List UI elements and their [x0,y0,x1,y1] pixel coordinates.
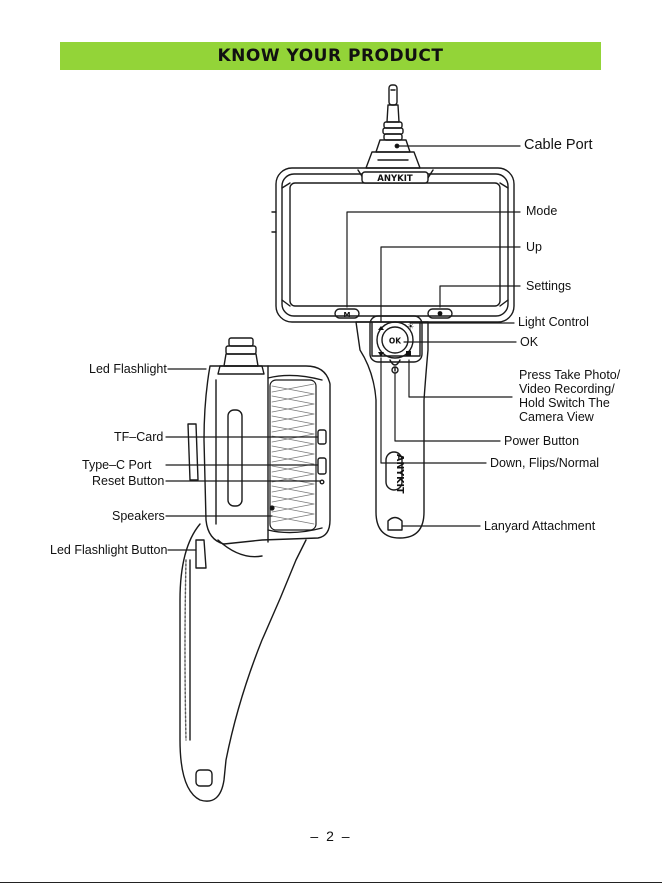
gear-icon [438,311,443,316]
label-lanyard: Lanyard Attachment [484,519,595,533]
label-up: Up [526,240,542,254]
label-cable-port: Cable Port [524,138,593,152]
front-handle [356,316,428,538]
label-ok: OK [520,335,538,349]
camera-icon [406,351,411,356]
label-power-button: Power Button [504,434,579,448]
side-connector [218,338,264,374]
handle-brand-logo: ANYKIT [394,454,405,494]
side-grip [180,524,306,801]
label-settings: Settings [526,279,571,293]
monitor-housing [272,168,514,322]
ok-key-label: OK [389,337,402,346]
label-led-flashlight-button: Led Flashlight Button [50,543,167,557]
brand-logo: ANYKIT [377,174,413,184]
label-photo-video: Press Take Photo/ Video Recording/ Hold … [519,368,639,424]
page-number: – 2 – [0,828,662,844]
label-light-control: Light Control [518,315,589,329]
label-tf-card: TF–Card [114,430,163,444]
leader-lines [166,144,520,550]
speaker-grille [270,380,316,530]
label-reset: Reset Button [92,474,164,488]
probe-cable [366,85,420,168]
label-mode: Mode [526,204,557,218]
label-type-c: Type–C Port [82,458,151,472]
label-led-flashlight: Led Flashlight [89,362,167,376]
label-down-flips: Down, Flips/Normal [490,456,599,470]
label-speakers: Speakers [112,509,165,523]
mode-key-letter: M [344,311,351,319]
